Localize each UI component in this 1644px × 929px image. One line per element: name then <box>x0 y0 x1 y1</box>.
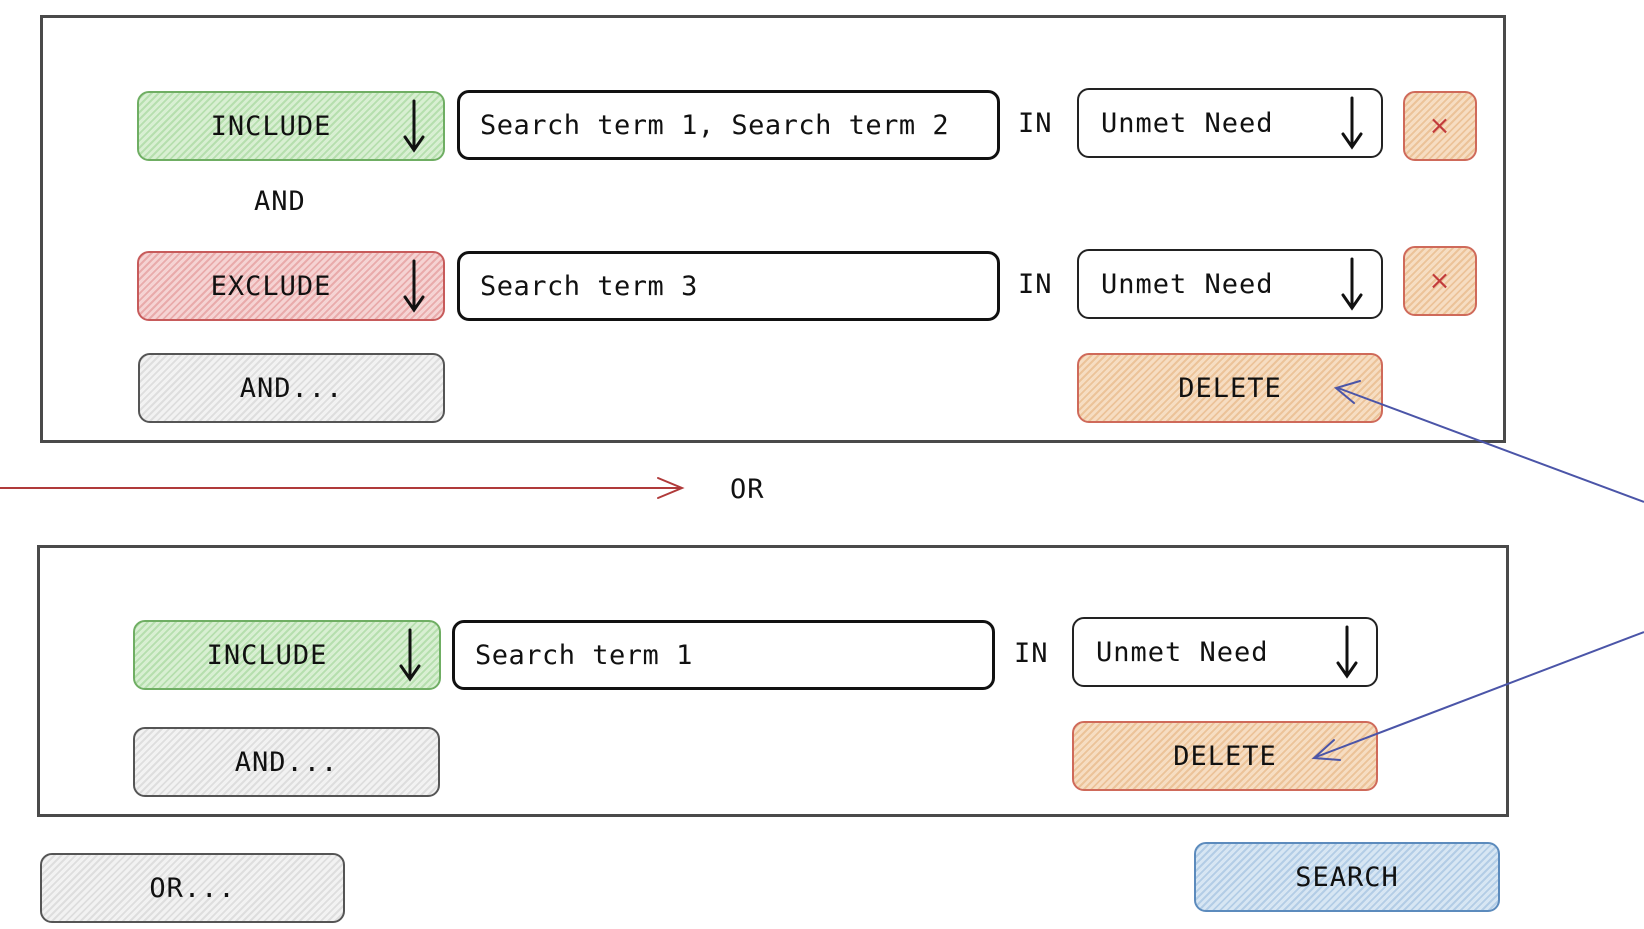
search-button[interactable]: SEARCH <box>1194 842 1500 912</box>
search-terms-value: Search term 3 <box>480 270 698 302</box>
include-dropdown-label: INCLUDE <box>206 639 328 671</box>
include-dropdown[interactable]: INCLUDE <box>137 91 445 161</box>
arrow-down-icon <box>403 99 425 153</box>
include-dropdown[interactable]: INCLUDE <box>133 620 441 690</box>
field-dropdown-label: Unmet Need <box>1096 636 1269 668</box>
delete-button-label: DELETE <box>1178 372 1282 404</box>
close-icon: × <box>1428 111 1452 141</box>
and-button-label: AND... <box>239 372 344 404</box>
or-separator-label: OR <box>730 474 765 505</box>
delete-group-button[interactable]: DELETE <box>1077 353 1383 423</box>
arrow-down-icon <box>399 628 421 682</box>
field-dropdown[interactable]: Unmet Need <box>1077 88 1383 158</box>
delete-group-button[interactable]: DELETE <box>1072 721 1378 791</box>
search-terms-input[interactable]: Search term 1, Search term 2 <box>457 90 1000 160</box>
or-button[interactable]: OR... <box>40 853 345 923</box>
remove-row-button[interactable]: × <box>1403 91 1477 161</box>
in-label: IN <box>1018 269 1053 300</box>
close-icon: × <box>1428 266 1452 296</box>
and-connector-label: AND <box>254 186 306 217</box>
field-dropdown-label: Unmet Need <box>1101 268 1274 300</box>
remove-row-button[interactable]: × <box>1403 246 1477 316</box>
arrow-down-icon <box>1341 96 1363 150</box>
arrow-down-icon <box>1341 257 1363 311</box>
and-button[interactable]: AND... <box>133 727 440 797</box>
search-button-label: SEARCH <box>1295 861 1399 893</box>
arrow-down-icon <box>403 259 425 313</box>
in-label: IN <box>1014 638 1049 669</box>
exclude-dropdown-label: EXCLUDE <box>210 270 332 302</box>
in-label: IN <box>1018 108 1053 139</box>
field-dropdown[interactable]: Unmet Need <box>1072 617 1378 687</box>
field-dropdown-label: Unmet Need <box>1101 107 1274 139</box>
search-terms-input[interactable]: Search term 1 <box>452 620 995 690</box>
search-terms-input[interactable]: Search term 3 <box>457 251 1000 321</box>
and-button-label: AND... <box>234 746 339 778</box>
red-arrow <box>0 477 685 499</box>
search-terms-value: Search term 1 <box>475 639 693 671</box>
include-dropdown-label: INCLUDE <box>210 110 332 142</box>
field-dropdown[interactable]: Unmet Need <box>1077 249 1383 319</box>
arrow-down-icon <box>1336 625 1358 679</box>
search-terms-value: Search term 1, Search term 2 <box>480 109 950 141</box>
filter-group-1 <box>40 15 1506 443</box>
delete-button-label: DELETE <box>1173 740 1277 772</box>
and-button[interactable]: AND... <box>138 353 445 423</box>
or-button-label: OR... <box>149 872 236 904</box>
exclude-dropdown[interactable]: EXCLUDE <box>137 251 445 321</box>
